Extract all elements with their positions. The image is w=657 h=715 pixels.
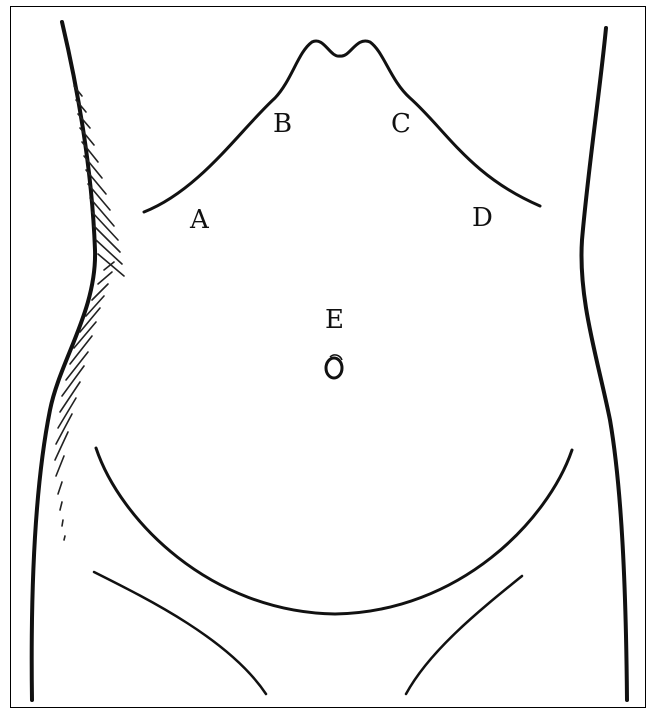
right-inguinal-line [406,576,522,694]
label-a: A [189,205,210,235]
label-b: B [273,109,292,139]
left-inguinal-line [94,572,266,694]
costal-margin-outline [144,41,540,212]
label-d: D [472,203,493,233]
left-flank-shading [55,86,124,540]
umbilicus [326,355,342,378]
label-e: E [325,305,344,335]
right-torso-outline [581,28,627,700]
label-c: C [391,109,411,139]
lower-abdomen-curve [96,448,572,614]
